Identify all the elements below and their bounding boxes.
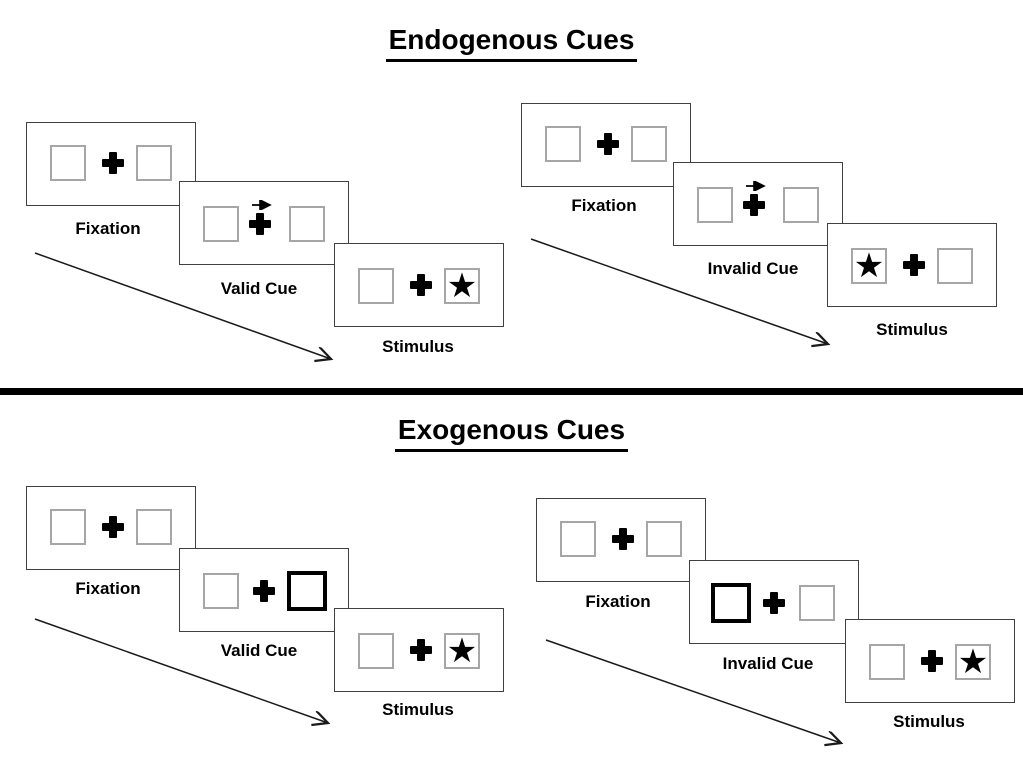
- fixation-cross-icon: [903, 254, 925, 276]
- stimulus-panel: ★: [827, 223, 997, 307]
- valid-cue-label: Valid Cue: [220, 279, 298, 298]
- stimulus-label: Stimulus: [382, 700, 454, 719]
- fixation-cross-icon: [743, 194, 765, 216]
- left-placeholder-box: [358, 268, 394, 304]
- right-target-box: ★: [444, 268, 480, 304]
- fixation-panel: [26, 486, 196, 570]
- fixation-cross-icon: [102, 516, 124, 538]
- fixation-panel: [521, 103, 691, 187]
- invalid-cue-label: Invalid Cue: [707, 259, 799, 278]
- right-target-box: ★: [444, 633, 480, 669]
- stimulus-panel: ★: [845, 619, 1015, 703]
- left-placeholder-box: [203, 573, 239, 609]
- left-placeholder-box: [50, 145, 86, 181]
- stimulus-panel: ★: [334, 608, 504, 692]
- left-placeholder-box: [203, 206, 239, 242]
- fixation-panel: [26, 122, 196, 206]
- exogenous-section-title: Exogenous Cues: [0, 414, 1023, 452]
- fixation-panel: [536, 498, 706, 582]
- right-cue-highlight-box: [287, 571, 327, 611]
- fixation-label: Fixation: [585, 592, 651, 611]
- fixation-cross-icon: [612, 528, 634, 550]
- fixation-cross-icon: [410, 639, 432, 661]
- fixation-label: Fixation: [75, 219, 141, 238]
- left-placeholder-box: [560, 521, 596, 557]
- left-placeholder-box: [869, 644, 905, 680]
- fixation-cross-icon: [597, 133, 619, 155]
- left-placeholder-box: [697, 187, 733, 223]
- fixation-cross-icon: [102, 152, 124, 174]
- stimulus-label: Stimulus: [382, 337, 454, 356]
- fixation-cross-icon: [763, 592, 785, 614]
- cue-arrow-right-icon: [252, 200, 272, 210]
- endogenous-section-title: Endogenous Cues: [0, 24, 1023, 62]
- exogenous-title-text: Exogenous Cues: [394, 414, 629, 452]
- right-placeholder-box: [631, 126, 667, 162]
- right-placeholder-box: [136, 145, 172, 181]
- timeline-arrow-icon: [34, 618, 345, 739]
- fixation-label: Fixation: [571, 196, 637, 215]
- fixation-cross-icon: [410, 274, 432, 296]
- right-placeholder-box: [799, 585, 835, 621]
- section-divider: [0, 388, 1023, 395]
- star-stimulus-icon: ★: [446, 631, 478, 671]
- timeline-arrow-icon: [545, 639, 856, 758]
- invalid-cue-panel: [673, 162, 843, 246]
- left-placeholder-box: [50, 509, 86, 545]
- invalid-cue-panel: [689, 560, 859, 644]
- invalid-cue-label: Invalid Cue: [722, 654, 814, 673]
- right-placeholder-box: [783, 187, 819, 223]
- fixation-cross-icon: [253, 580, 275, 602]
- right-target-box: ★: [955, 644, 991, 680]
- valid-cue-label: Valid Cue: [220, 641, 298, 660]
- right-placeholder-box: [937, 248, 973, 284]
- left-placeholder-box: [358, 633, 394, 669]
- stimulus-label: Stimulus: [876, 320, 948, 339]
- stimulus-panel: ★: [334, 243, 504, 327]
- left-placeholder-box: [545, 126, 581, 162]
- star-stimulus-icon: ★: [957, 642, 989, 682]
- right-placeholder-box: [136, 509, 172, 545]
- right-placeholder-box: [289, 206, 325, 242]
- timeline-arrow-icon: [530, 238, 841, 359]
- stimulus-label: Stimulus: [893, 712, 965, 731]
- star-stimulus-icon: ★: [853, 246, 885, 286]
- left-cue-highlight-box: [711, 583, 751, 623]
- endogenous-title-text: Endogenous Cues: [385, 24, 638, 62]
- valid-cue-panel: [179, 548, 349, 632]
- valid-cue-panel: [179, 181, 349, 265]
- cue-arrow-right-icon: [746, 181, 766, 191]
- left-target-box: ★: [851, 248, 887, 284]
- fixation-cross-icon: [249, 213, 271, 235]
- star-stimulus-icon: ★: [446, 266, 478, 306]
- fixation-label: Fixation: [75, 579, 141, 598]
- fixation-cross-icon: [921, 650, 943, 672]
- timeline-arrow-icon: [34, 252, 345, 373]
- right-placeholder-box: [646, 521, 682, 557]
